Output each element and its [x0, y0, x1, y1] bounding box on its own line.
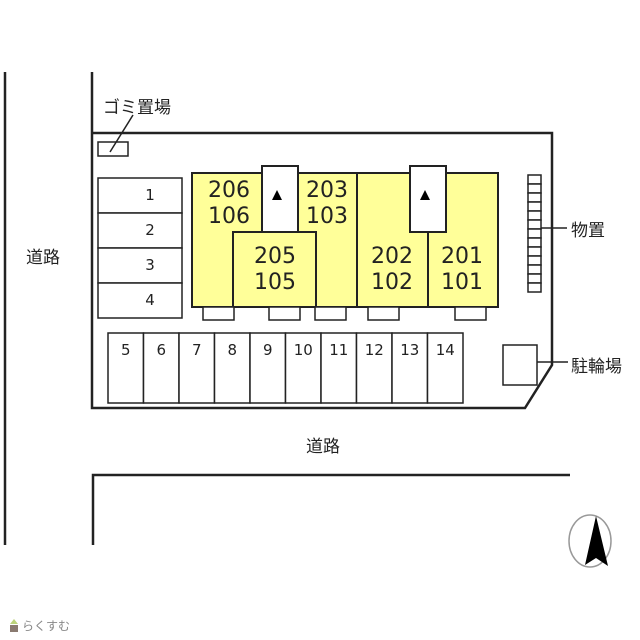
stairwell-right — [409, 165, 447, 233]
parking-number: 9 — [262, 341, 273, 359]
parking-number: 4 — [145, 291, 155, 309]
parking-4 — [97, 282, 183, 319]
storage-cell — [527, 246, 542, 257]
parking-number: 7 — [191, 341, 202, 359]
stair-up-icon — [420, 190, 430, 200]
garbage-area — [97, 141, 129, 157]
road-label-bottom: 道路 — [306, 437, 340, 457]
stair-up-icon — [272, 190, 282, 200]
parking-10 — [284, 332, 322, 404]
storage-cell — [527, 273, 542, 284]
lot-boundary — [90, 72, 554, 410]
building — [191, 165, 499, 321]
parking-11 — [320, 332, 358, 404]
bicycle-label: 駐輪場 — [571, 357, 622, 377]
parking-number: 11 — [329, 341, 349, 359]
storage-cell — [527, 228, 542, 239]
parking-number: 14 — [435, 341, 455, 359]
parking-5 — [107, 332, 145, 404]
parking-number: 12 — [364, 341, 384, 359]
storage-cell — [527, 282, 542, 293]
garbage-label: ゴミ置場 — [103, 98, 171, 118]
storage-cell — [527, 192, 542, 203]
parking-6 — [142, 332, 180, 404]
parking-number: 2 — [145, 221, 155, 239]
storage-cell — [527, 264, 542, 275]
brand-name: らくすむ — [22, 619, 71, 633]
storage-cell — [527, 183, 542, 194]
storage-cell — [527, 210, 542, 221]
parking-3 — [97, 247, 183, 284]
parking-12 — [355, 332, 393, 404]
parking-number: 10 — [293, 341, 313, 359]
parking-number: 3 — [145, 256, 155, 274]
north-arrow-icon — [568, 514, 612, 568]
brand-logo-icon — [10, 619, 18, 632]
road-edge-bottom — [91, 473, 570, 545]
storage-cell — [527, 174, 542, 185]
parking-14 — [426, 332, 464, 404]
parking-9 — [249, 332, 287, 404]
storage-cell — [527, 255, 542, 266]
parking-number: 13 — [400, 341, 420, 359]
parking-8 — [213, 332, 251, 404]
parking-number: 8 — [227, 341, 238, 359]
parking-number: 6 — [156, 341, 167, 359]
bicycle-parking — [502, 344, 538, 386]
parking-number: 5 — [120, 341, 131, 359]
parking-13 — [391, 332, 429, 404]
storage-cell — [527, 201, 542, 212]
parking-1 — [97, 177, 183, 214]
road-label-left: 道路 — [26, 248, 60, 268]
parking-number: 1 — [145, 186, 155, 204]
storage-cell — [527, 219, 542, 230]
storage-label: 物置 — [571, 221, 605, 241]
storage-cell — [527, 237, 542, 248]
parking-2 — [97, 212, 183, 249]
